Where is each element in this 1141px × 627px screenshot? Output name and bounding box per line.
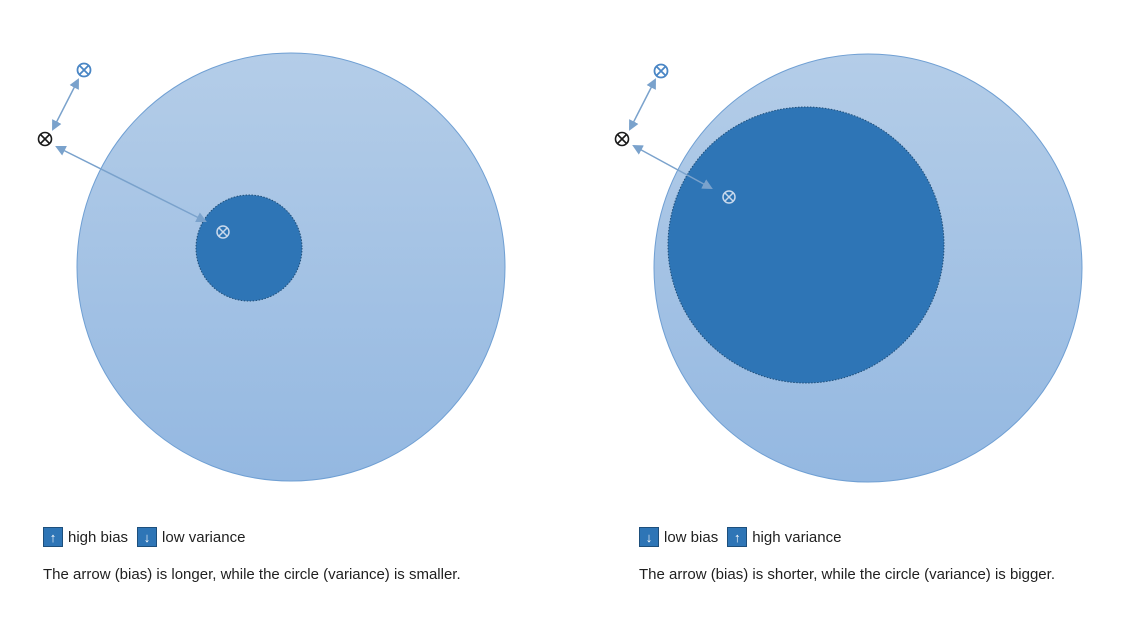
left-guess-marker-icon — [76, 62, 92, 78]
left-legend-label-bias: high bias — [68, 528, 129, 546]
left-mean-marker-icon — [216, 225, 230, 239]
right-target-marker-icon — [614, 131, 630, 147]
down-arrow-icon: ↓ — [639, 527, 659, 547]
left-inner-circle — [195, 194, 303, 302]
up-arrow-icon: ↑ — [43, 527, 63, 547]
left-offset-arrow — [52, 78, 79, 131]
right-guess-marker-icon — [653, 63, 669, 79]
down-arrow-icon: ↓ — [137, 527, 158, 547]
right-inner-circle — [667, 106, 945, 384]
right-note: The arrow (bias) is shorter, while the c… — [639, 566, 1055, 583]
right-legend: ↓ low bias ↑ high variance — [639, 527, 845, 547]
left-bias-arrow — [55, 146, 207, 222]
left-panel — [37, 52, 506, 482]
left-legend-label-variance: low variance — [162, 528, 246, 546]
up-arrow-icon: ↑ — [727, 527, 748, 547]
left-legend: ↑ high bias ↓ low variance — [43, 527, 249, 547]
right-legend-label-bias: low bias — [664, 528, 719, 546]
right-bias-arrow — [632, 144, 713, 190]
right-panel — [614, 53, 1083, 483]
left-note: The arrow (bias) is longer, while the ci… — [43, 566, 461, 583]
right-mean-marker-icon — [722, 190, 736, 204]
right-legend-label-variance: high variance — [752, 528, 842, 546]
left-target-marker-icon — [37, 131, 53, 147]
right-offset-arrow — [629, 78, 656, 131]
